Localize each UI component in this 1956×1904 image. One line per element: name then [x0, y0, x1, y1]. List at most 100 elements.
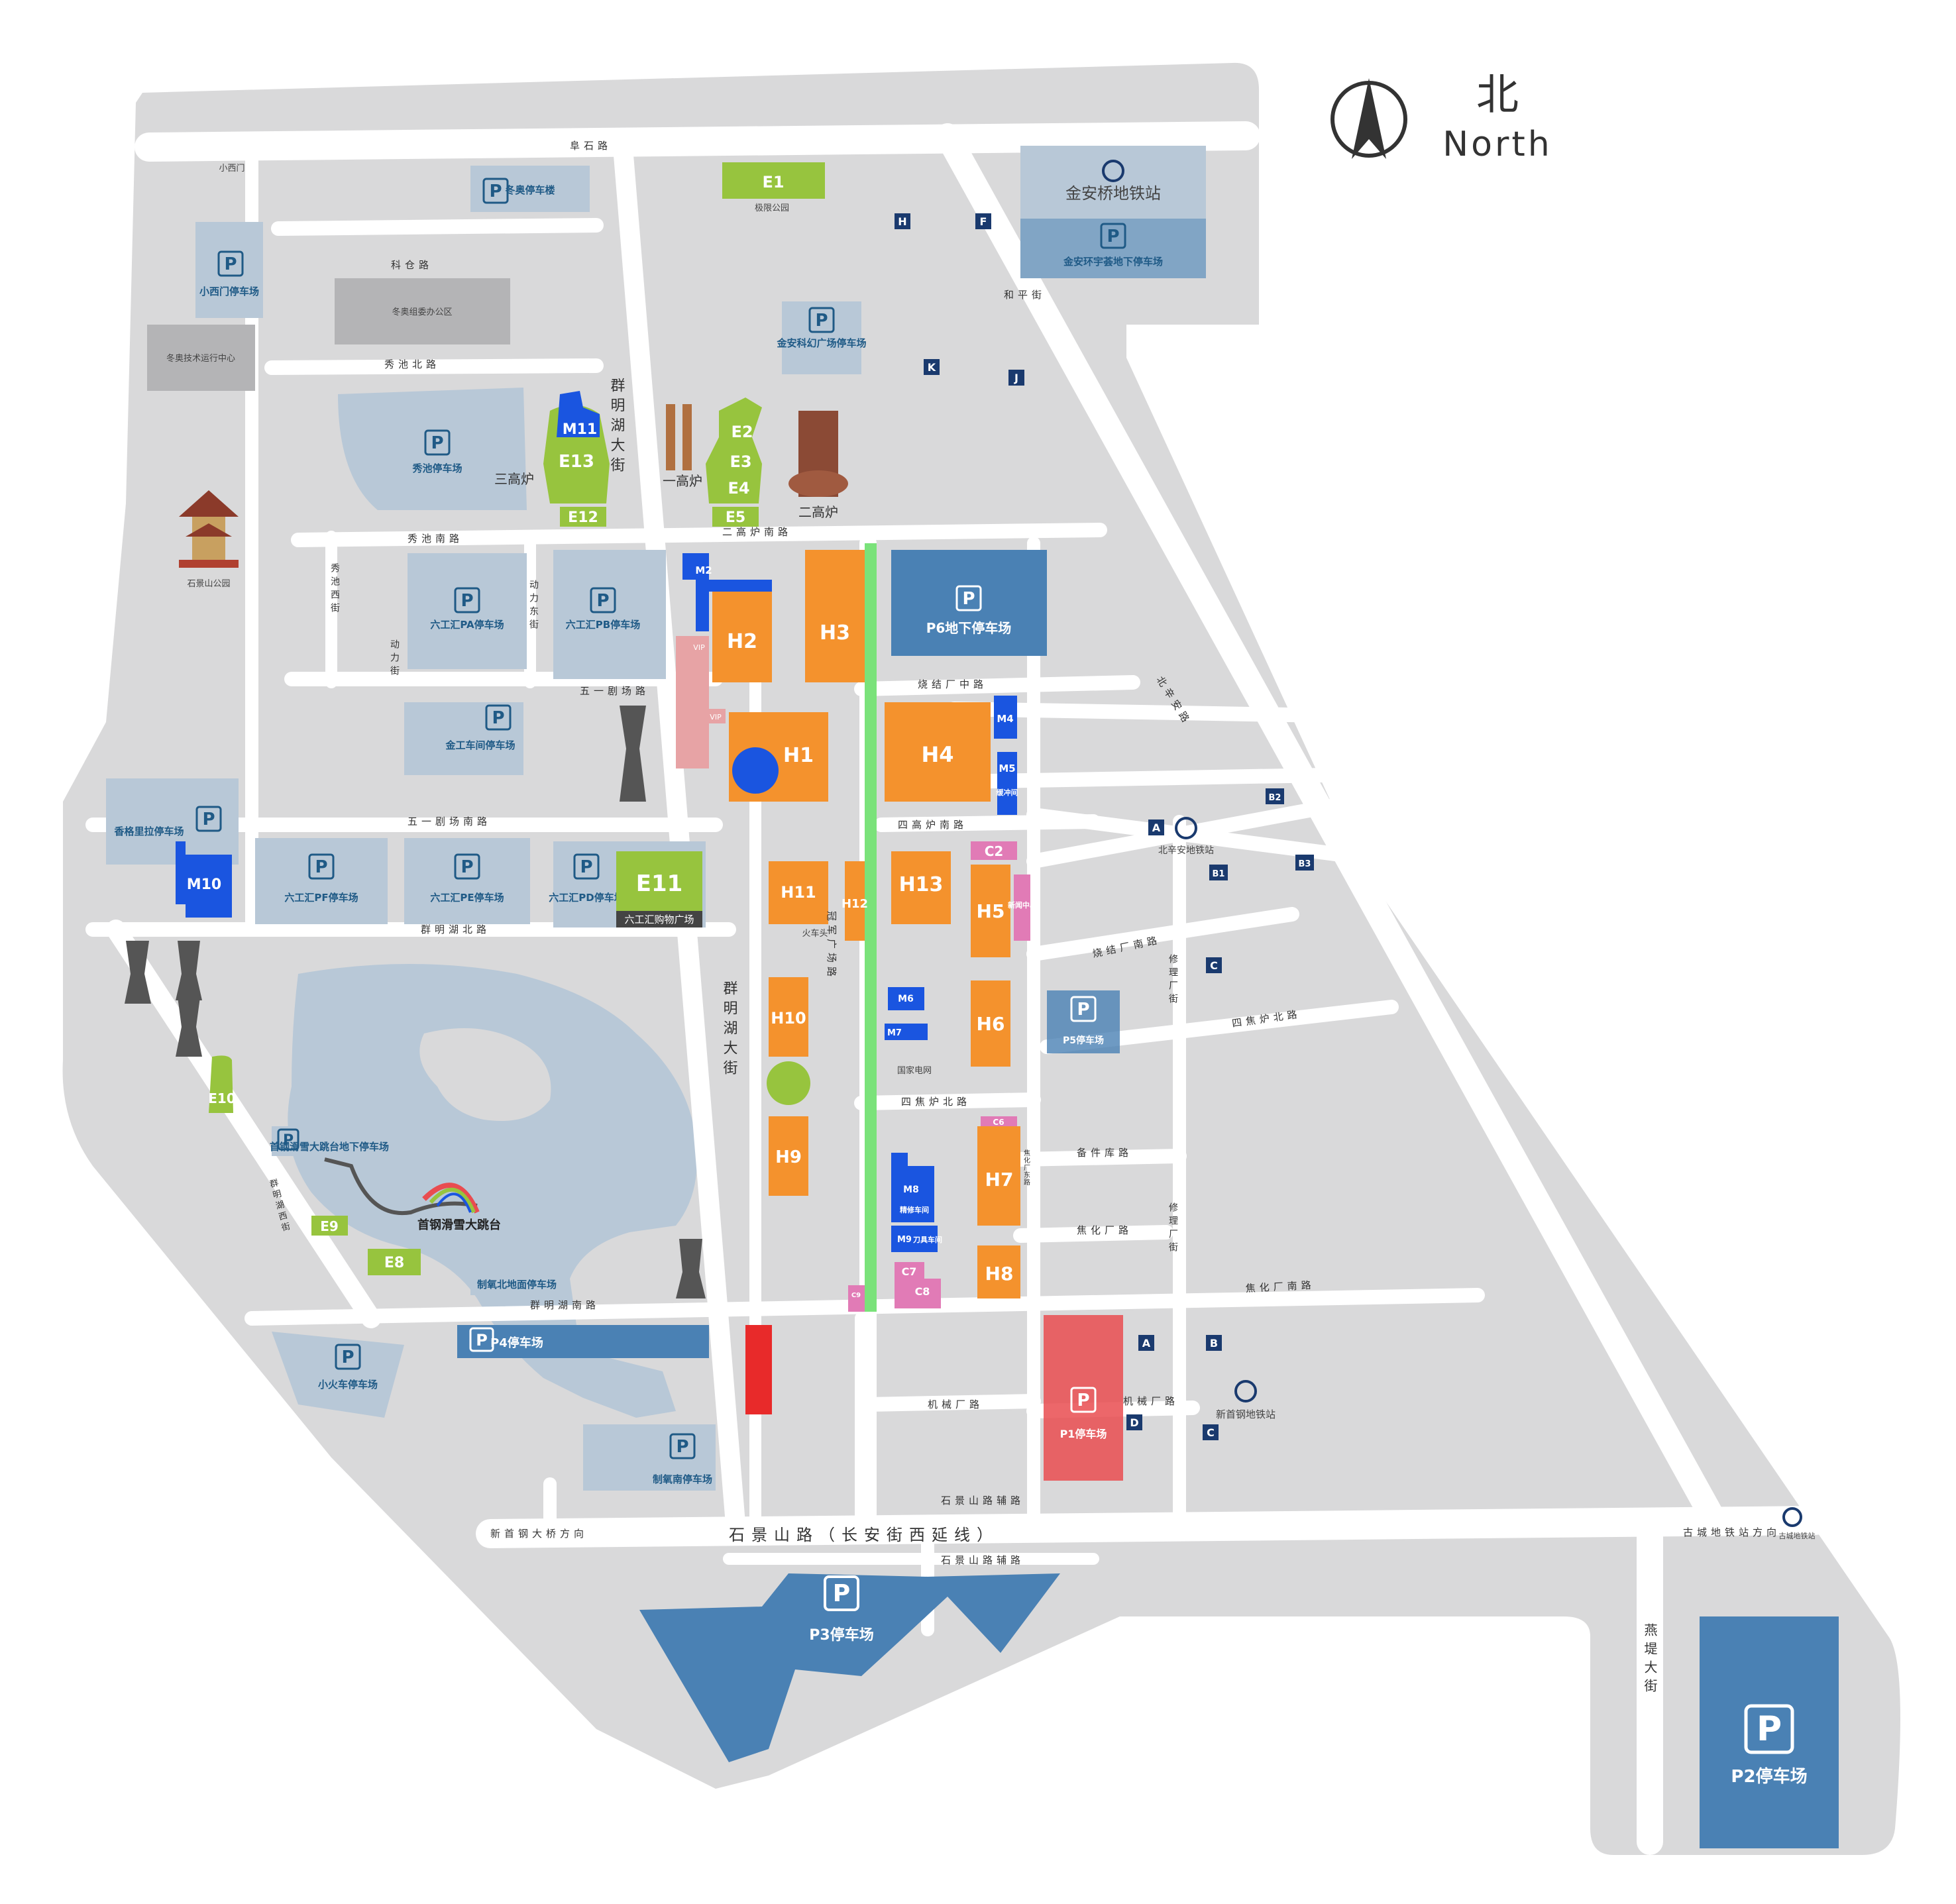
label-dongao-ops: 冬奥技术运行中心 [166, 353, 235, 364]
parking-icon: P [573, 853, 600, 880]
svg-text:J: J [1014, 372, 1018, 384]
label-p4: P4停车场 [490, 1336, 543, 1350]
svg-text:E1: E1 [762, 173, 784, 191]
central-green-axis [865, 543, 877, 1312]
blast-furnace-icons [666, 404, 848, 497]
label-pd: 六工汇PD停车场 [549, 892, 624, 904]
parking-p6 [891, 550, 1047, 656]
svg-text:M10: M10 [187, 876, 222, 893]
svg-text:P: P [202, 810, 215, 829]
block-c9 [848, 1285, 865, 1312]
block-m5 [997, 752, 1017, 815]
road-xiuchi-bei: 秀池北路 [384, 358, 440, 370]
label-huanchong: 缓冲间 [997, 788, 1018, 797]
exit-d-badge: D [1126, 1414, 1142, 1430]
svg-text:E5: E5 [726, 509, 745, 526]
parking-p2 [1700, 1616, 1839, 1848]
block-m9 [891, 1226, 938, 1252]
svg-text:C: C [1207, 1426, 1215, 1439]
road-wuyi-juchang-nan: 五一剧场南路 [408, 816, 491, 827]
label-p2: P2停车场 [1731, 1766, 1807, 1787]
parking-icon: P [335, 1344, 361, 1370]
label-dongao-lou: 冬奥停车楼 [505, 184, 555, 196]
dongao-ops-block [147, 325, 255, 391]
exit-c2-badge: C [1203, 1424, 1219, 1440]
green-circle-icon [767, 1061, 810, 1105]
svg-text:M7: M7 [887, 1028, 902, 1038]
label-ergaolu: 二高炉 [798, 504, 838, 520]
hall-h12 [845, 861, 865, 941]
parking-icon: P [482, 178, 509, 204]
block-m6 [888, 987, 924, 1010]
block-c8 [895, 1279, 941, 1308]
svg-text:P: P [476, 1331, 488, 1349]
svg-text:C9: C9 [851, 1292, 861, 1299]
road-jixie: 机械厂路 [928, 1399, 983, 1410]
parking-icon: P [469, 1327, 494, 1352]
label-yigaolu: 一高炉 [663, 473, 702, 489]
label-zhiyang-nan: 制氧南停车场 [653, 1473, 712, 1485]
road-kecang: 科仓路 [391, 259, 433, 271]
hall-h8 [977, 1245, 1020, 1298]
parking-dongao-lou [470, 166, 590, 212]
svg-text:A: A [1152, 821, 1161, 834]
block-m4 [994, 696, 1017, 739]
svg-text:B3: B3 [1299, 859, 1311, 869]
svg-text:M6: M6 [898, 994, 914, 1004]
svg-text:C2: C2 [985, 843, 1004, 859]
block-e11 [616, 851, 702, 911]
road-qunminghu-nan: 群明湖南路 [530, 1299, 600, 1311]
block-e9 [311, 1216, 348, 1236]
exit-b1-badge: B1 [1209, 865, 1228, 880]
road-jixie-2: 机械厂路 [1123, 1395, 1179, 1407]
label-xianggelila: 香格里拉停车场 [114, 825, 184, 837]
cooling-tower-icon [676, 1239, 706, 1298]
svg-text:P: P [833, 1580, 850, 1607]
parking-p1 [1044, 1315, 1123, 1481]
road-xiuchi-xi: 秀池西街 [329, 563, 340, 616]
parking-icon: P [1070, 996, 1097, 1022]
block-e10 [209, 1055, 233, 1113]
label-xiuchi: 秀池停车场 [411, 462, 462, 474]
label-pf: 六工汇PF停车场 [284, 892, 358, 904]
exit-b3-badge: B3 [1295, 855, 1314, 871]
label-ski-under: 首钢滑雪大跳台地下停车场 [270, 1141, 389, 1153]
svg-text:P: P [580, 857, 592, 877]
parking-icon: P [277, 1128, 299, 1151]
label-p3: P3停车场 [809, 1626, 873, 1644]
block-c7 [895, 1262, 924, 1279]
red-building [745, 1325, 772, 1414]
metro-icon [1175, 817, 1197, 839]
exit-f-badge: F [975, 213, 991, 229]
parking-pb [553, 550, 666, 679]
label-news-center: 新闻中心 [1008, 900, 1037, 910]
metro-jinan-label: 金安桥地铁站 [1065, 184, 1161, 203]
parking-ski-under [272, 1126, 388, 1156]
block-m11 [557, 391, 600, 437]
road-xiuchi-nan: 秀池南路 [408, 533, 463, 545]
svg-text:P: P [962, 589, 975, 609]
parking-icon: P [1744, 1704, 1794, 1754]
hall-h10 [769, 977, 808, 1057]
svg-text:E9: E9 [320, 1218, 339, 1234]
svg-text:A: A [1142, 1337, 1151, 1349]
hall-h5 [971, 865, 1010, 957]
metro-icon [1234, 1380, 1257, 1402]
label-xiaoximen-parking: 小西门停车场 [199, 286, 259, 297]
svg-text:P: P [596, 591, 609, 611]
metro-xinshougang-label: 新首钢地铁站 [1216, 1408, 1276, 1420]
parking-icon: P [669, 1433, 696, 1459]
svg-text:C6: C6 [993, 1118, 1004, 1127]
label-xiaoximen: 小西门 [219, 164, 244, 174]
label-pa: 六工汇PA停车场 [430, 619, 504, 631]
parking-icon: P [1100, 223, 1126, 249]
svg-text:E10: E10 [208, 1090, 236, 1106]
road-jiaohua-dong: 焦化厂东路 [1022, 1149, 1030, 1186]
svg-text:P: P [431, 433, 443, 453]
parking-icon: P [454, 587, 480, 613]
road-gucheng-fangxiang: 古城地铁站方向 [1683, 1526, 1780, 1538]
block-e5 [712, 507, 759, 527]
block-e1 [722, 162, 825, 199]
road-xinshougang-daqiao: 新首钢大桥方向 [490, 1528, 588, 1540]
